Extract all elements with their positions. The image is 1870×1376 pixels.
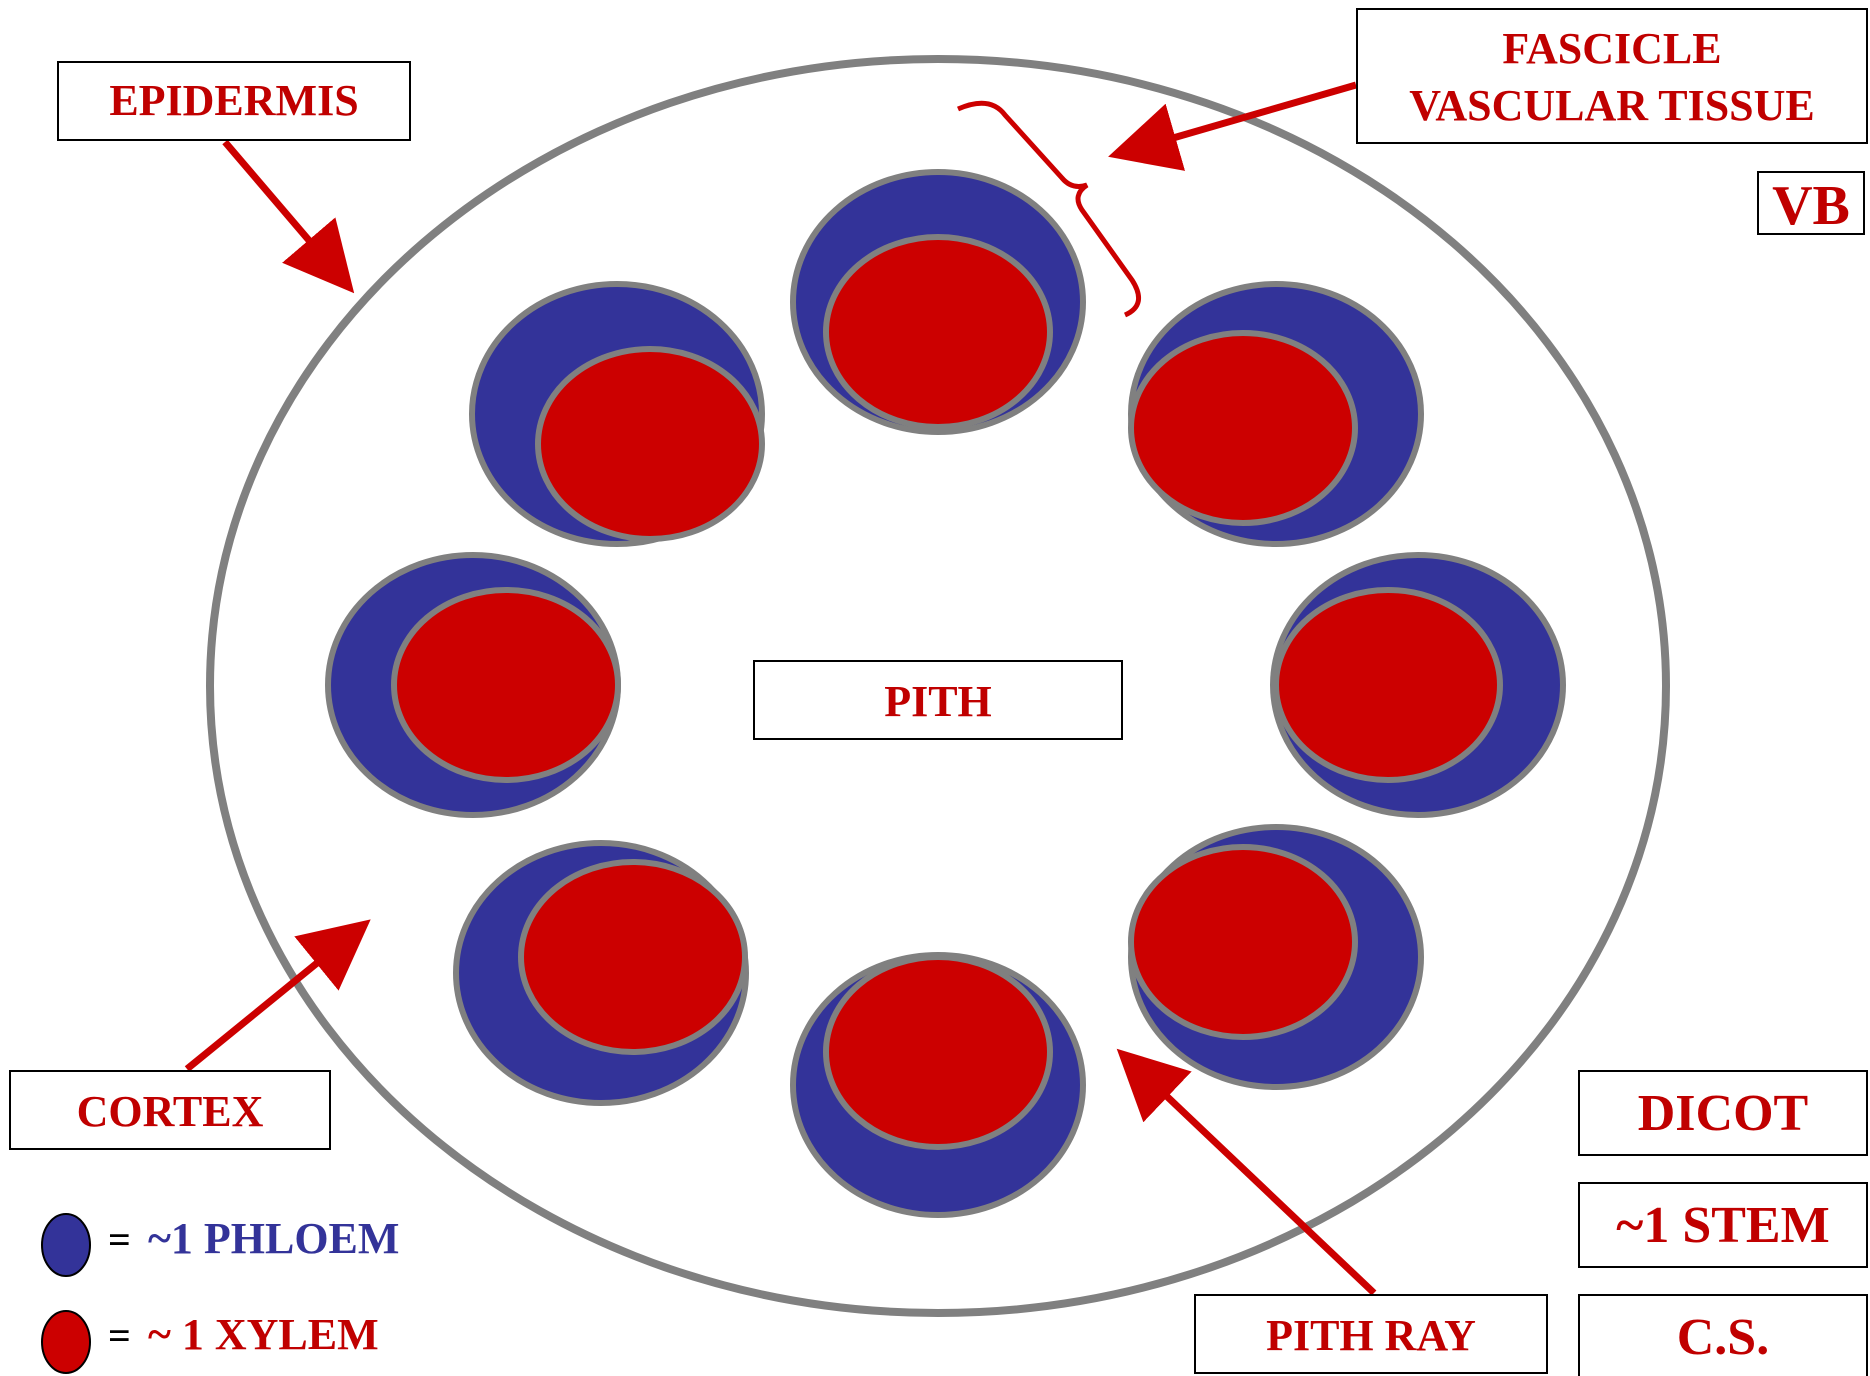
pith-label-box: PITH [753, 660, 1123, 740]
vb-label-box: VB [1757, 171, 1865, 237]
legend-xylem-text: ~ 1 XYLEM [148, 1310, 379, 1359]
xylem-shape [1128, 844, 1358, 1040]
vascular-bundle [1270, 552, 1566, 818]
xylem-shape [823, 954, 1053, 1150]
fascicle-label-line2: VASCULAR TISSUE [1409, 81, 1815, 130]
legend-xylem-equals: = [108, 1313, 131, 1358]
xylem-shape [823, 234, 1053, 430]
vb-label: VB [1772, 175, 1850, 237]
fascicle-label-box: FASCICLE VASCULAR TISSUE [1356, 8, 1868, 144]
pith-ray-label-box: PITH RAY [1194, 1294, 1548, 1374]
fascicle-arrow [1108, 81, 1357, 171]
vascular-bundle [790, 169, 1086, 435]
legend-phloem-text: ~1 PHLOEM [148, 1214, 399, 1263]
cortex-label: CORTEX [77, 1087, 264, 1136]
vascular-bundle [469, 281, 765, 547]
cs-label-box: C.S. [1578, 1294, 1868, 1376]
stem-label-box: ~1 STEM [1578, 1182, 1868, 1268]
xylem-shape [518, 859, 748, 1055]
xylem-shape [535, 346, 765, 542]
legend-phloem-equals: = [108, 1217, 131, 1262]
epidermis-label: EPIDERMIS [109, 76, 358, 125]
vascular-bundle [453, 840, 749, 1106]
xylem-shape [1128, 330, 1358, 526]
pith-ray-label: PITH RAY [1266, 1311, 1476, 1360]
phloem-swatch [41, 1213, 91, 1277]
cortex-arrow [184, 919, 371, 1072]
pith-ray-arrow [1116, 1048, 1377, 1296]
pith-label: PITH [884, 677, 992, 726]
fascicle-label-line1: FASCICLE [1502, 24, 1721, 73]
fascicle-brace [956, 100, 1142, 318]
vascular-bundle [325, 552, 621, 818]
vascular-bundle [790, 952, 1086, 1218]
legend-item-xylem: = ~ 1 XYLEM [41, 1310, 379, 1374]
xylem-shape [1273, 587, 1503, 783]
vascular-bundles [325, 169, 1566, 1218]
vascular-bundle [1128, 281, 1424, 547]
xylem-shape [391, 587, 621, 783]
stem-label: ~1 STEM [1616, 1197, 1829, 1254]
cortex-label-box: CORTEX [9, 1070, 331, 1150]
dicot-label: DICOT [1638, 1085, 1808, 1142]
cs-label: C.S. [1677, 1309, 1769, 1366]
epidermis-label-box: EPIDERMIS [57, 61, 411, 141]
dicot-label-box: DICOT [1578, 1070, 1868, 1156]
epidermis-arrow [222, 139, 355, 294]
legend: = ~1 PHLOEM = ~ 1 XYLEM [41, 1213, 399, 1374]
legend-item-phloem: = ~1 PHLOEM [41, 1213, 399, 1277]
xylem-swatch [41, 1310, 91, 1374]
vascular-bundle [1128, 824, 1424, 1090]
